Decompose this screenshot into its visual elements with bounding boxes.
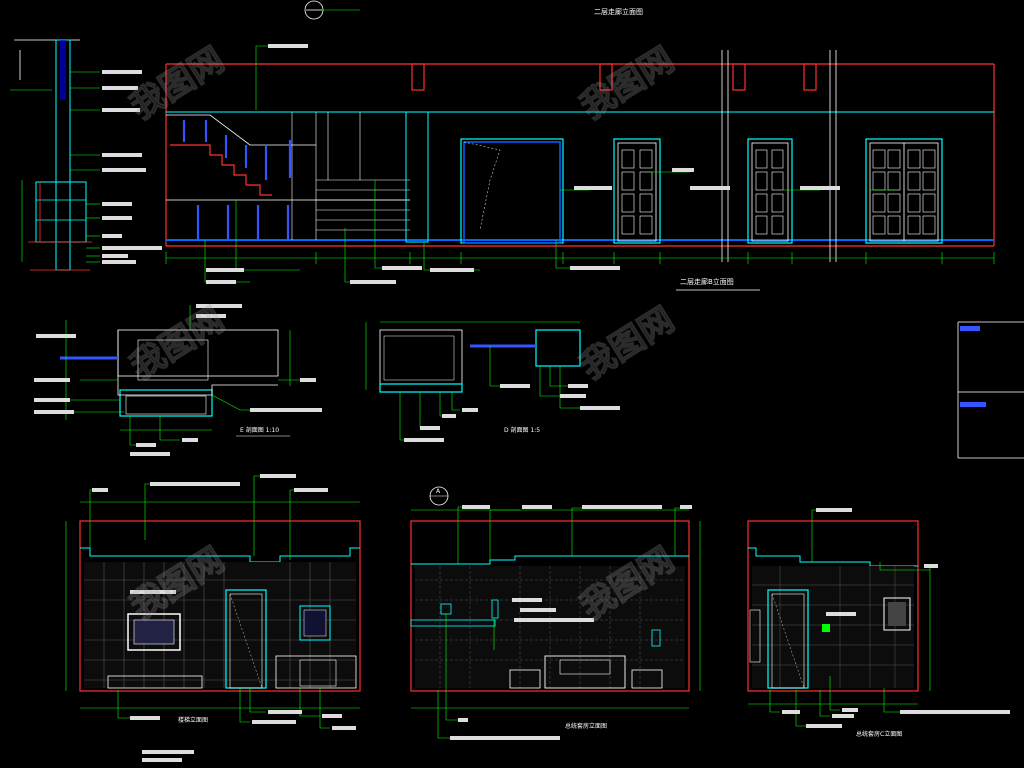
staircase bbox=[166, 111, 429, 243]
section-marker-label: A bbox=[436, 488, 441, 495]
elevation-mid-title: 二层走廊B立面图 bbox=[680, 277, 734, 286]
bottom-left-elevation: 楼梯立面图 bbox=[65, 474, 361, 762]
watermark: 我图网 bbox=[124, 300, 232, 388]
section-e-detail: E 剖面图 1:10 bbox=[34, 304, 322, 456]
watermark: 我图网 bbox=[574, 40, 682, 128]
bed bbox=[509, 655, 663, 689]
door-1 bbox=[613, 138, 661, 244]
watermark: 我图网 bbox=[124, 40, 232, 128]
section-d-detail: D 剖面图 1:5 bbox=[365, 321, 620, 442]
elevation-top-title: 二层走廊立面图 bbox=[594, 7, 643, 16]
section-d-title: D 剖面图 1:5 bbox=[504, 426, 540, 434]
top-elevation: 二层走廊B立面图 二层走廊立面图 bbox=[165, 0, 995, 291]
watermark-layer: 我图网 我图网 我图网 我图网 我图网 我图网 bbox=[123, 39, 682, 628]
bottom-right-title: 总统套房C立面图 bbox=[856, 730, 902, 738]
bottom-left-title: 楼梯立面图 bbox=[178, 716, 208, 724]
door-2 bbox=[747, 138, 793, 244]
top-left-section-detail bbox=[10, 39, 162, 271]
watermark: 我图网 bbox=[574, 300, 682, 388]
title-block bbox=[957, 321, 1024, 459]
corridor-arch bbox=[460, 138, 564, 244]
bottom-mid-elevation: 总统套房立面图 A bbox=[410, 486, 701, 740]
bottom-mid-title: 总统套房立面图 bbox=[565, 722, 607, 730]
bottom-right-elevation: 总统套房C立面图 bbox=[747, 508, 1010, 738]
section-e-title: E 剖面图 1:10 bbox=[240, 426, 279, 434]
double-door bbox=[865, 138, 943, 244]
